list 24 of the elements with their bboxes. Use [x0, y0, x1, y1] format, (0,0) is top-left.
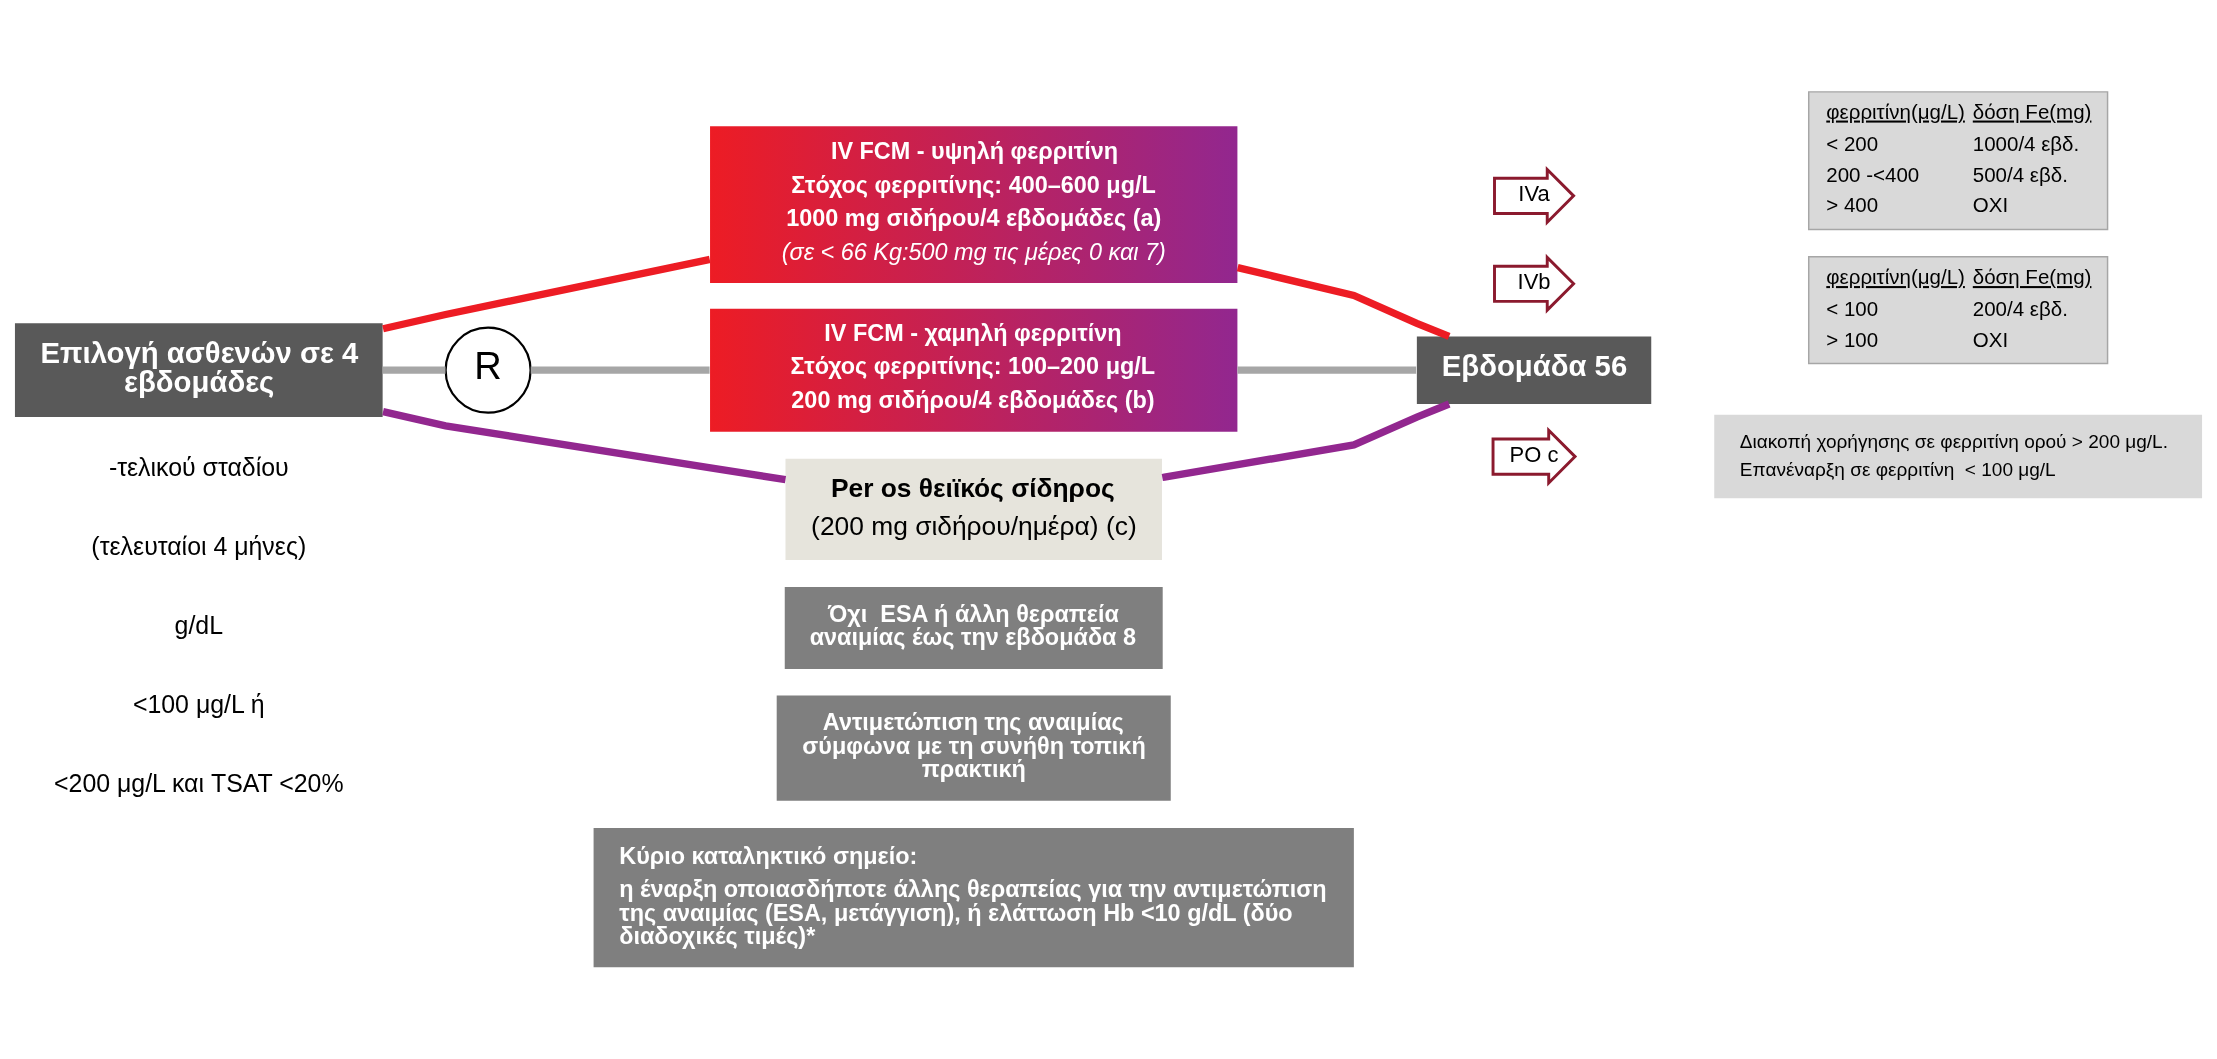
connector [1237, 366, 1417, 374]
label: -τελικού σταδίου [108, 452, 289, 481]
connector [1236, 264, 1451, 340]
node-box: φερριτίνη(μg/L) δόση Fe(mg) < 200 1000/4 εβδ. 200 -<400 500/4 εβδ. > 400 OXI [1808, 91, 2109, 231]
connector [382, 366, 446, 374]
node-box: Επιλογή ασθενών σε 4 εβδομάδες [14, 323, 383, 418]
connector [382, 255, 711, 333]
label: g/dL [174, 611, 224, 640]
connector [382, 408, 787, 484]
node-box: Όχι ESA ή άλλη θεραπεία αναιμίας έως την εβδομάδα 8 [784, 587, 1163, 670]
node-circle: R [444, 326, 532, 414]
label: (τελευταίοι 4 μήνες) [91, 531, 307, 560]
node-box: Αντιμετώπιση της αναιμίας σύμφωνα με τη συνήθη τοπική πρακτική [776, 695, 1171, 801]
node-box: Διακοπή χορήγησης σε φερριτίνη ορού > 200 μg/L. Επανέναρξη σε φερριτίνη < 100 μg/L [1714, 414, 2203, 499]
connector [530, 366, 710, 374]
node-box: Per os θειϊκός σίδηρος (200 mg σιδήρου/ημέρα) (c) [785, 458, 1162, 560]
node-box: φερριτίνη(μg/L) δόση Fe(mg) < 100 200/4 εβδ. > 100 OXI [1808, 255, 2109, 365]
connector [1161, 400, 1451, 482]
node-box: Κύριο καταληκτικό σημείο: η έναρξη οποιασδήποτε άλλης θεραπείας για την αντιμετώπιση της αναιμίας (ESA, μετάγγιση), ή ελάττωση Hb <10 g/dL (δύο διαδοχικές τιμές)* [593, 827, 1354, 968]
label: <200 μg/L και TSAT <20% [54, 769, 344, 798]
node-box: IV FCM - υψηλή φερριτίνη Στόχος φερριτίνης: 400–600 μg/L 1000 mg σιδήρου/4 εβδομάδες (a) (σε < 66 Kg:500 mg τις μέρες 0 και 7) [710, 126, 1238, 284]
label: <100 μg/L ή [132, 690, 265, 719]
node-box: Εβδομάδα 56 [1416, 336, 1652, 404]
node-box: IV FCM - χαμηλή φερριτίνη Στόχος φερριτίνης: 100–200 μg/L 200 mg σιδήρου/4 εβδομάδες (b) [710, 308, 1238, 432]
